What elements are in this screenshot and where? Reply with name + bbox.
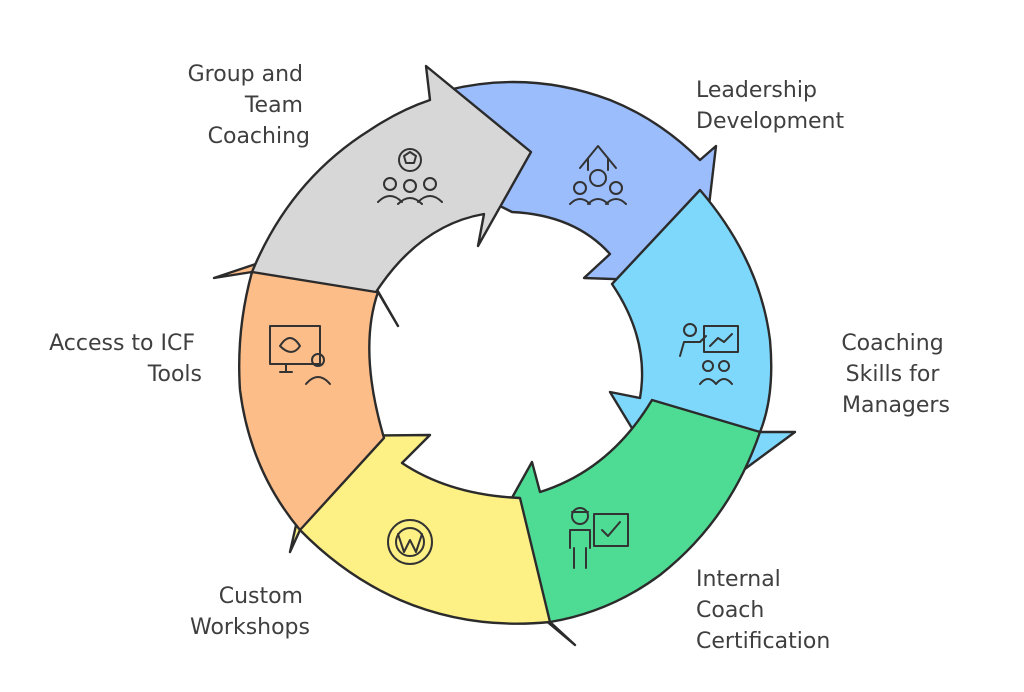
label-access-icf-tools: Access to ICF Tools: [49, 331, 202, 387]
leadership-growth-icon: [569, 145, 627, 205]
segment-access-icf-tools: [212, 232, 400, 532]
cycle-ring: [212, 64, 797, 647]
label-custom-workshops: Custom Workshops: [190, 584, 310, 640]
labels: Group and Team Coaching Leadership Devel…: [49, 62, 950, 654]
segment-internal-certification: [474, 398, 762, 647]
label-group-team-coaching: Group and Team Coaching: [188, 62, 310, 149]
workshop-w-icon: [387, 519, 433, 565]
presentation-coaching-icon: [679, 323, 739, 385]
label-coaching-skills: Coaching Skills for Managers: [841, 331, 950, 418]
label-leadership-development: Leadership Development: [696, 78, 844, 134]
label-internal-certification: Internal Coach Certification: [696, 567, 830, 654]
soccer-team-icon: [377, 148, 443, 205]
certified-coach-icon: [569, 507, 629, 569]
training-screen-icon: [269, 325, 331, 385]
segment-custom-workshops: [288, 433, 552, 625]
